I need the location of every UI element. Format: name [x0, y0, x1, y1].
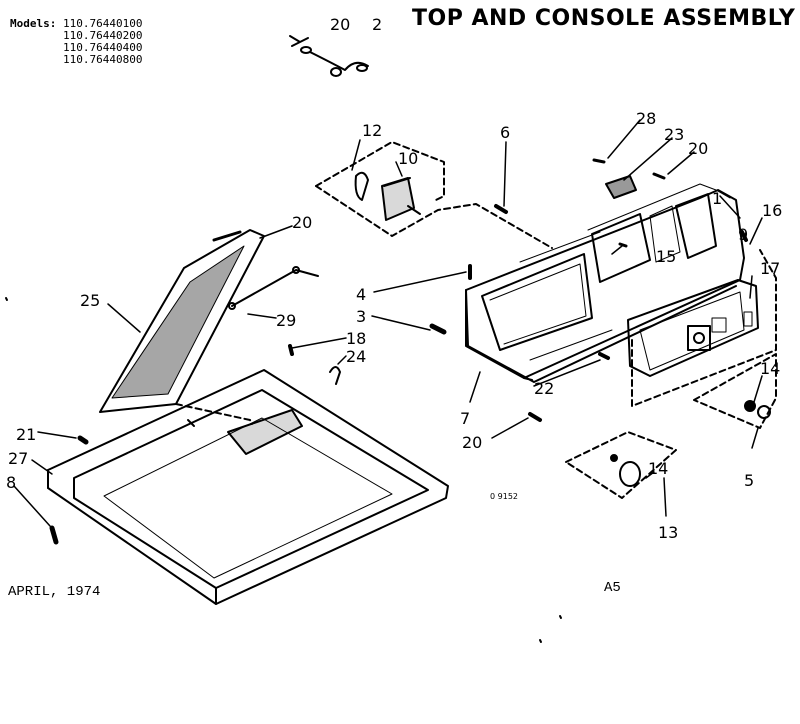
- callout-25: 25: [80, 291, 100, 310]
- figure-code: 0 9152: [490, 492, 518, 501]
- callout-7: 7: [460, 409, 470, 428]
- model-list: Models: 110.76440100 110.76440200 110.76…: [10, 18, 142, 66]
- callout-23: 23: [664, 125, 684, 144]
- model-number: 110.76440100: [62, 17, 143, 30]
- part-7-console-body: [465, 183, 745, 383]
- part-17-control-panel-group: [627, 249, 777, 407]
- models-label: Models:: [10, 17, 57, 30]
- part-2-wire-harness: [289, 35, 369, 77]
- callout-10: 10: [398, 149, 418, 168]
- part-10-12-bracket-group: [315, 141, 553, 249]
- model-number: 110.76440400: [62, 41, 143, 54]
- callout-20: 20: [688, 139, 708, 158]
- callout-14: 14: [648, 459, 668, 478]
- callout-17: 17: [760, 259, 780, 278]
- callout-5: 5: [744, 471, 754, 490]
- stray-marks: [5, 297, 562, 643]
- leader-lines: [13, 119, 763, 527]
- part-13-bracket-group: [565, 431, 677, 499]
- part-23-switch: [592, 158, 666, 199]
- callout-20: 20: [462, 433, 482, 452]
- callout-15: 15: [656, 247, 676, 266]
- model-number: 110.76440200: [62, 29, 143, 42]
- callout-21: 21: [16, 425, 36, 444]
- callout-2: 2: [372, 15, 382, 34]
- callout-1: 1: [712, 189, 722, 208]
- callout-20: 20: [330, 15, 350, 34]
- model-number: 110.76440800: [62, 53, 143, 66]
- callout-14: 14: [760, 359, 780, 378]
- fasteners: [49, 230, 748, 545]
- callout-29: 29: [276, 311, 296, 330]
- callout-24: 24: [346, 347, 366, 366]
- callout-27: 27: [8, 449, 28, 468]
- callout-13: 13: [658, 523, 678, 542]
- callout-22: 22: [534, 379, 554, 398]
- part-29-hinge-pin: [228, 266, 319, 310]
- part-27-top-panel: [47, 369, 449, 605]
- callout-labels: 20 2 12 10 6 28 23 20 1 16 20 15 9 17 25…: [6, 15, 782, 542]
- part-5-knob-group: [693, 353, 777, 429]
- callout-18: 18: [346, 329, 366, 348]
- part-6-screw: [494, 204, 508, 214]
- callout-4: 4: [356, 285, 366, 304]
- revision-date: APRIL, 1974: [8, 584, 101, 600]
- callout-12: 12: [362, 121, 382, 140]
- callout-28: 28: [636, 109, 656, 128]
- part-25-lid: [99, 229, 265, 425]
- callout-16: 16: [762, 201, 782, 220]
- page-title: TOP AND CONSOLE ASSEMBLY: [412, 6, 796, 31]
- callout-3: 3: [356, 307, 366, 326]
- callout-6: 6: [500, 123, 510, 142]
- callout-9: 9: [738, 225, 748, 244]
- callout-8: 8: [6, 473, 16, 492]
- page-number: A5: [604, 580, 621, 596]
- callout-20: 20: [292, 213, 312, 232]
